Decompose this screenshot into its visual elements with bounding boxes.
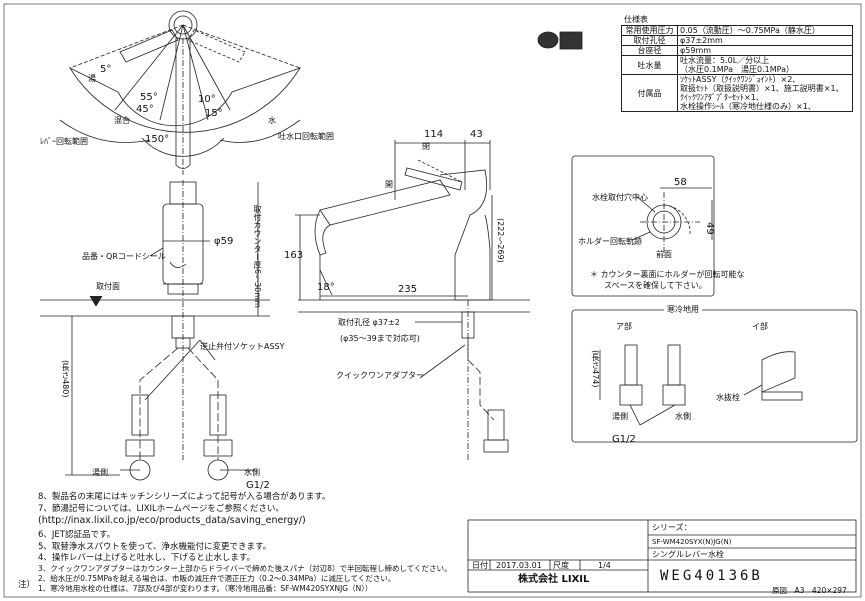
counter-thickness-label: 取付カウンター厚6～30mm <box>253 205 262 308</box>
lever-range-label: ﾚﾊﾞｰ回転範囲 <box>40 137 88 146</box>
hole-label: 取付孔径 φ37±2 <box>338 318 400 327</box>
spec-row: 台座径 φ59mm <box>621 45 853 56</box>
label-hot: 湯 <box>88 74 96 83</box>
spec-value: 吐水流量：5.0L／分以上 （水圧0.1MPa 湯圧0.1MPa） <box>677 55 853 75</box>
hot-side-label: 湯側 <box>92 468 108 477</box>
spec-key: 常用使用圧力 <box>621 25 678 36</box>
holder-detail <box>571 155 715 297</box>
dim-163: 163 <box>284 250 304 261</box>
note-line: 6、JET認証品です。 <box>38 530 116 540</box>
dim-222-269: (222～269) <box>496 218 505 263</box>
note-line: 3、クイックワンアダプターはカウンター上部からドライバーで締めた後スパナ（対辺8… <box>38 564 452 573</box>
scale-label: 尺度 <box>553 561 569 570</box>
part-i-label: イ部 <box>752 322 768 331</box>
g12-label: G1/2 <box>246 480 270 491</box>
holder-front-label: 前面 <box>656 250 672 259</box>
dim-49: 49 <box>704 222 715 235</box>
spec-table: 常用使用圧力 0.05（流動圧）～0.75MPa（静水圧） 取付孔径 φ37±2… <box>621 25 853 112</box>
mount-face-label: 取付面 <box>96 282 120 291</box>
note-line: 8、製品名の末尾にはキッチンシリーズによって記号が入る場合があります。 <box>38 492 331 502</box>
angle-5: 5° <box>100 64 112 75</box>
angle-150: 150° <box>145 134 170 145</box>
hole-sub-label: (φ35～39まで対応可) <box>340 334 420 343</box>
spec-row: 付属品 ｿｹｯﾄASSY（ｸｲｯｸﾜﾝｼﾞｮｲﾝﾄ）×2、 取扱ｾｯﾄ（取扱説明… <box>621 74 853 112</box>
logo-seal <box>537 31 583 50</box>
lever-open-label: 開 <box>385 180 393 189</box>
drain-label: 水抜栓 <box>716 393 740 402</box>
spec-row: 吐水量 吐水流量：5.0L／分以上 （水圧0.1MPa 湯圧0.1MPa） <box>621 55 853 75</box>
label-cold: 水 <box>268 116 276 125</box>
cold-title: 寒冷地用 <box>664 305 702 315</box>
notes-label: 注） <box>18 580 36 590</box>
front-view <box>40 180 270 481</box>
scale-value: 1/4 <box>598 561 611 570</box>
length-480: (長さ480) <box>61 360 70 398</box>
angle-15: 15° <box>205 108 223 119</box>
cold-cold-side: 水側 <box>675 412 691 421</box>
spec-row: 常用使用圧力 0.05（流動圧）～0.75MPa（静水圧） <box>621 25 853 36</box>
dim-114: 114 <box>424 129 444 140</box>
company-name: 株式会社 LIXIL <box>518 574 590 585</box>
model-number: SF-WM420SYX(N)JG(N) <box>652 538 732 546</box>
spec-value: ｿｹｯﾄASSY（ｸｲｯｸﾜﾝｼﾞｮｲﾝﾄ）×2、 取扱ｾｯﾄ（取扱説明書）×1… <box>677 74 853 112</box>
angle-55: 55° <box>140 92 158 103</box>
holder-orbit-label: ホルダー回転軌跡 <box>578 237 642 246</box>
spec-value-line: 吐水流量：5.0L／分以上 <box>680 56 770 65</box>
dim-18: 18° <box>317 282 335 293</box>
note-line: 4、操作レバーは上げると吐水し、下げると止水します。 <box>38 553 256 563</box>
note-line: 5、取替浄水スパウトを使って、浄水機能付に変更できます。 <box>38 542 272 552</box>
angle-45: 45° <box>136 104 154 115</box>
spec-key: 付属品 <box>621 74 678 112</box>
spec-value-line: 水栓操作ｼｰﾙ（寒冷地仕様のみ）×1、 <box>680 102 816 111</box>
note-line: 2、給水圧が0.75MPaを越える場合は、市販の減圧弁で適正圧力（0.2～0.3… <box>38 574 396 583</box>
dim-58: 58 <box>674 177 687 188</box>
lever-closed-label: 閉 <box>422 142 430 151</box>
spec-value: φ37±2mm <box>677 35 853 46</box>
spec-key: 取付孔径 <box>621 35 678 46</box>
socket-label: 逆止弁付ソケットASSY <box>200 342 285 351</box>
date-label: 日付 <box>472 561 488 570</box>
note-line: 7、節湯記号については、LIXILホームページをご参照ください。 <box>38 504 284 514</box>
qr-label: 品番・QRコードシール <box>82 252 166 261</box>
date-value: 2017.03.01 <box>496 561 542 570</box>
spec-value-line: ｸｲｯｸﾜﾝｱﾀﾞﾌﾟﾀｰｾｯﾄ×1、 <box>680 93 764 102</box>
note-line: 1、寒冷地用水栓の仕様は、7部及び4部が変わります。（寒冷地用品番：SF-WM4… <box>38 584 373 593</box>
dim-235: 235 <box>398 284 418 295</box>
part-a-label: ア部 <box>616 322 632 331</box>
spec-value: 0.05（流動圧）～0.75MPa（静水圧） <box>677 25 853 36</box>
cold-hot-side: 湯側 <box>612 412 628 421</box>
top-view-fan <box>59 10 301 175</box>
holder-note-2: スペースを確保して下さい。 <box>604 281 707 290</box>
spec-value-line: 取扱ｾｯﾄ（取扱説明書）×1、施工説明書×1、 <box>680 84 844 93</box>
title-block-frame <box>467 519 857 593</box>
drawing-number: WEG40136B <box>660 568 763 584</box>
dim-43: 43 <box>470 129 483 140</box>
cold-g12: G1/2 <box>612 434 636 445</box>
cold-side-label: 水側 <box>244 468 260 477</box>
holder-center-label: 水栓取付穴中心 <box>592 193 648 202</box>
spec-value-line: ｿｹｯﾄASSY（ｸｲｯｸﾜﾝｼﾞｮｲﾝﾄ）×2、 <box>680 75 801 84</box>
cold-region-detail <box>571 309 858 443</box>
holder-note-1: ＊ カウンター裏面にホルダーが回転可能な <box>590 270 745 279</box>
spec-key: 吐水量 <box>621 55 678 75</box>
dim-59: φ59 <box>214 236 234 247</box>
quick-adapter-label: クイックワンアダプター <box>336 371 424 380</box>
length-474: (長さ474) <box>591 350 600 388</box>
paper-size: 原図 A3 420×297 <box>772 586 847 595</box>
spec-row: 取付孔径 φ37±2mm <box>621 35 853 46</box>
spec-value-line: （水圧0.1MPa 湯圧0.1MPa） <box>680 65 794 74</box>
angle-10: 10° <box>198 94 216 105</box>
spec-value: φ59mm <box>677 45 853 56</box>
spec-title: 仕様表 <box>624 15 648 24</box>
note-line: (http://inax.lixil.co.jp/eco/products_da… <box>38 515 306 526</box>
spec-key: 台座径 <box>621 45 678 56</box>
spout-range-label: 吐水口回転範囲 <box>278 132 334 141</box>
label-mix: 混合 <box>114 116 130 125</box>
product-name: シングルレバー水栓 <box>652 550 724 559</box>
side-view <box>295 140 530 460</box>
series-label: シリーズ： <box>652 523 692 532</box>
